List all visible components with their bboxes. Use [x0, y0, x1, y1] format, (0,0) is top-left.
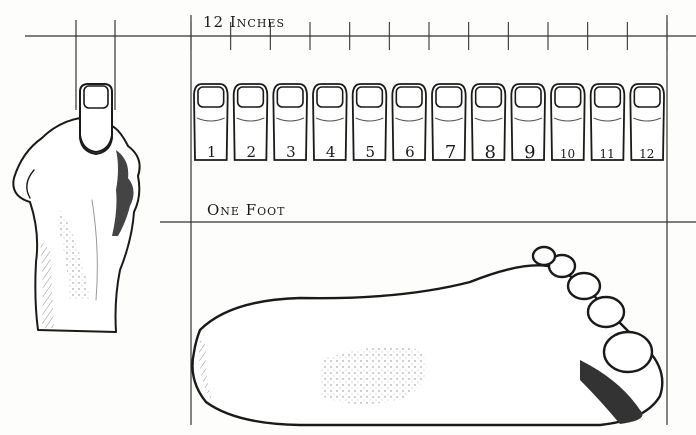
thumb-number: 8	[485, 142, 496, 163]
thumb-7: 7	[432, 84, 466, 163]
thumbnail	[595, 87, 621, 107]
thumb-number: 1	[207, 143, 217, 161]
thumb-number: 9	[524, 142, 535, 163]
thumbnail	[436, 87, 462, 107]
hand-drawing	[13, 84, 139, 332]
thumbnail	[357, 87, 383, 107]
thumb-6: 6	[392, 84, 426, 161]
thumbnail	[238, 87, 264, 107]
thumb-3: 3	[273, 84, 307, 161]
thumb-number: 7	[445, 142, 456, 163]
thumb-number: 11	[600, 147, 615, 161]
thumb-number: 2	[247, 143, 257, 161]
thumbnail	[555, 87, 581, 107]
big-toe	[604, 332, 652, 372]
thumb-number: 5	[366, 143, 376, 161]
thumbnail	[396, 87, 422, 107]
thumbnail	[634, 87, 660, 107]
thumbnail	[277, 87, 303, 107]
thumb-11: 11	[591, 84, 625, 161]
thumb-number: 6	[405, 143, 415, 161]
second-toe	[588, 297, 624, 327]
little-toe	[533, 247, 555, 265]
thumb-1: 1	[194, 84, 228, 161]
thumb-9: 9	[511, 84, 545, 163]
thumb-number: 12	[639, 147, 654, 161]
foot-drawing	[193, 247, 663, 425]
thumb-10: 10	[551, 84, 585, 161]
thumbnail	[198, 87, 224, 107]
thumbnail	[476, 87, 502, 107]
thumb-number: 10	[560, 147, 575, 161]
thumb-4: 4	[313, 84, 347, 161]
thumb-number: 4	[326, 143, 336, 161]
third-toe	[568, 273, 600, 299]
thumbnail	[84, 86, 108, 108]
one-foot-label: One Foot	[207, 201, 286, 219]
twelve-inches-label: 12 Inches	[203, 13, 285, 31]
thumb-5: 5	[353, 84, 387, 161]
thumb-12: 12	[630, 84, 664, 161]
thumbnail	[317, 87, 343, 107]
thumbnail	[515, 87, 541, 107]
thumb-number: 3	[286, 143, 296, 161]
thumb-2: 2	[234, 84, 268, 161]
thumb-8: 8	[472, 84, 506, 163]
